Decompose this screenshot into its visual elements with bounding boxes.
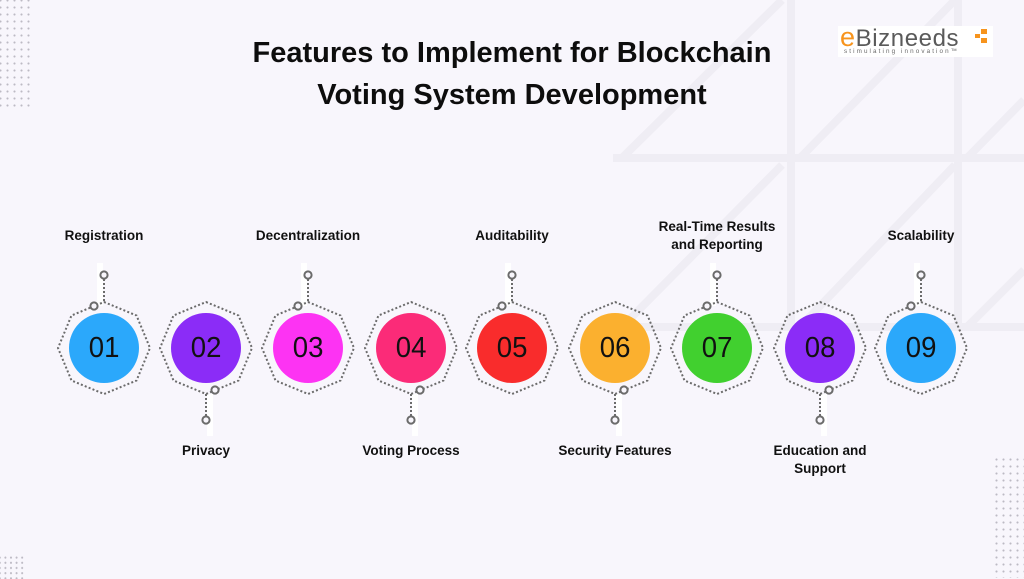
step-label: Scalability: [887, 228, 955, 243]
logo-tagline: stimulating innovation™: [844, 48, 960, 55]
step-08: Education and Support 08: [750, 200, 890, 490]
page-title-line-2: Voting System Development: [317, 79, 707, 111]
step-label: Decentralization: [255, 228, 361, 243]
step-number-badge: 06: [580, 313, 650, 383]
step-number: 02: [190, 331, 222, 364]
logo-wordmark: eBizneeds: [840, 24, 959, 51]
step-07: Real-Time Results and Reporting 07: [647, 200, 787, 490]
logo-prefix: e: [840, 22, 856, 52]
step-number-badge: 07: [682, 313, 752, 383]
page-title: Features to Implement for Blockchain Vot…: [0, 32, 1024, 116]
dot-grid-top-left-icon: [0, 0, 32, 109]
step-label: Privacy: [181, 443, 231, 458]
dot-grid-bottom-left-icon: [0, 555, 25, 579]
step-number: 03: [292, 331, 324, 364]
step-number: 05: [496, 331, 528, 364]
logo-mark-icon: [975, 29, 987, 43]
step-number-badge: 02: [171, 313, 241, 383]
page-title-line-1: Features to Implement for Blockchain: [252, 37, 772, 69]
brand-logo: eBizneeds stimulating innovation™: [838, 24, 993, 57]
step-number-badge: 09: [886, 313, 956, 383]
logo-name: Bizneeds: [855, 25, 960, 52]
step-09: Scalability 09: [851, 200, 991, 490]
step-number: 08: [804, 331, 836, 364]
step-number-badge: 08: [785, 313, 855, 383]
step-number-badge: 03: [273, 313, 343, 383]
step-number-badge: 01: [69, 313, 139, 383]
dot-grid-bottom-right-icon: [993, 456, 1024, 578]
step-number: 07: [701, 331, 733, 364]
step-number-badge: 04: [376, 313, 446, 383]
step-number: 01: [88, 331, 120, 364]
step-label: Auditability: [475, 228, 549, 243]
step-03: Decentralization 03: [238, 200, 378, 490]
step-number-badge: 05: [477, 313, 547, 383]
step-04: Voting Process 04: [341, 200, 481, 490]
step-02: Privacy 02: [136, 200, 276, 490]
step-label: Voting Process: [362, 443, 460, 458]
step-06: Security Features 06: [545, 200, 685, 490]
step-label: Real-Time Results and Reporting: [658, 219, 776, 252]
step-number: 04: [395, 331, 427, 364]
step-number: 09: [905, 331, 937, 364]
step-05: Auditability 05: [442, 200, 582, 490]
step-label: Security Features: [558, 443, 672, 458]
step-label: Registration: [64, 228, 144, 243]
step-label: Education and Support: [773, 443, 867, 476]
step-number: 06: [599, 331, 631, 364]
step-01: Registration 01: [34, 200, 174, 490]
